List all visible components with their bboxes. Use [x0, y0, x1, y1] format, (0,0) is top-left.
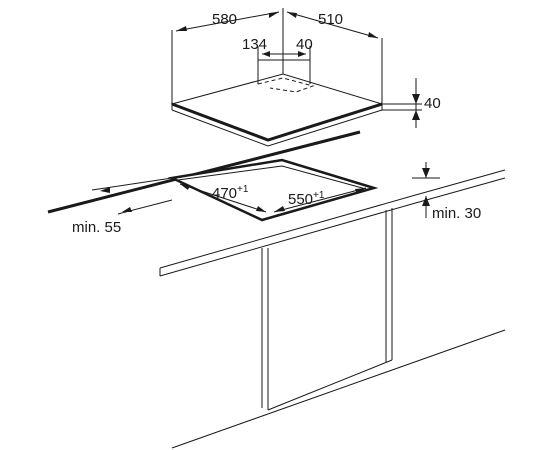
hob-housing-hidden — [257, 77, 315, 93]
label-hob-width: 580 — [212, 11, 237, 28]
cutout-dimension-lines — [91, 162, 440, 218]
cutout-outline — [167, 158, 379, 222]
label-front-clearance: min. 55 — [72, 219, 121, 236]
label-offset-left: 134 — [242, 36, 267, 53]
dimension-labels: 580 510 134 40 40 470+1 550+1 min. 55 mi… — [72, 11, 481, 236]
hob-dimension-lines — [171, 8, 422, 128]
label-rear-clearance: min. 30 — [432, 205, 481, 222]
hob-glass-top — [170, 73, 384, 141]
cutout-opening — [167, 158, 379, 222]
label-hob-depth: 510 — [318, 11, 343, 28]
hob-base-edge — [171, 109, 383, 147]
label-cutout-width: 550+1 — [288, 190, 325, 208]
label-offset-right: 40 — [296, 36, 313, 53]
label-cutout-depth: 470+1 — [212, 184, 249, 202]
worktop-right-edge — [411, 169, 506, 197]
hob-front-edge — [171, 102, 383, 142]
label-hob-height: 40 — [424, 95, 441, 112]
base-cabinet — [171, 208, 506, 449]
worktop-front-edge — [159, 195, 413, 269]
